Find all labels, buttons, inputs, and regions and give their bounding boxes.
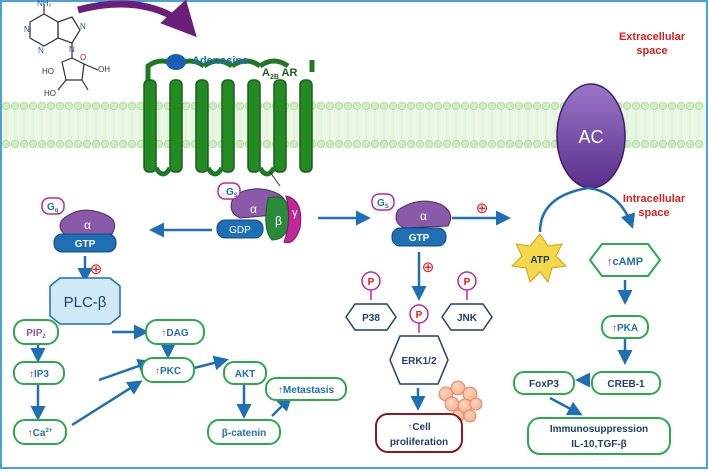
foxp3-label: FoxP3 xyxy=(529,379,559,390)
immuno-label-line2: IL-10,TGF-β xyxy=(571,439,627,450)
alpha-label-left: α xyxy=(84,218,91,232)
erk-label: ERK1/2 xyxy=(401,356,436,367)
a2b-receptor xyxy=(143,58,315,187)
gprotein-right: GS α GTP xyxy=(371,193,452,247)
tumor-cells-icon xyxy=(438,380,483,423)
ca-label: ↑Ca2+ xyxy=(28,428,53,439)
p-label-erk: P xyxy=(416,310,423,321)
adenosine-structure xyxy=(29,4,99,91)
ip3-label: ↑IP3 xyxy=(29,369,49,380)
pathway-arrows xyxy=(30,186,636,427)
plus-icon-plc: ⊕ xyxy=(90,261,103,278)
gamma-label: γ xyxy=(292,207,298,219)
gprotein-center: GS α GDP β γ xyxy=(216,182,302,244)
plc-label: PLC-β xyxy=(64,294,107,311)
plc-beta: PLC-β xyxy=(49,277,121,325)
signaling-nodes: ↑PKA CREB-1 FoxP3 Immunosuppression IL-1… xyxy=(13,315,671,455)
camp-label: ↑cAMP xyxy=(607,256,643,268)
gs-label-right: GS xyxy=(377,198,389,210)
p38-label: P38 xyxy=(362,313,380,324)
extracellular-label-line1: Extracellular xyxy=(619,31,686,43)
n-label-2: N xyxy=(38,46,44,55)
prolif-label-line2: proliferation xyxy=(390,437,448,448)
o-label: O xyxy=(80,53,86,62)
jnk-label: JNK xyxy=(457,313,478,324)
gq-label: Gq xyxy=(47,202,59,214)
mapk-nodes: P P38 P JNK P ERK1/2 xyxy=(345,271,493,385)
pip2-label: PIP2 xyxy=(26,328,46,340)
gdp-label: GDP xyxy=(229,225,251,236)
gprotein-left: Gq α GTP xyxy=(41,197,117,253)
proliferation-node: ↑Cell proliferation xyxy=(375,413,463,453)
n-label-4: N xyxy=(69,45,75,54)
gtp-label-right: GTP xyxy=(409,233,430,244)
alpha-label-center: α xyxy=(250,202,257,216)
adenosine-ligand-icon xyxy=(166,54,186,70)
dag-label: ↑DAG xyxy=(161,328,188,339)
pka-label: ↑PKA xyxy=(612,323,638,334)
adenylyl-cyclase: AC xyxy=(556,83,626,189)
p-label-p38: P xyxy=(368,277,375,288)
adenosine-label: Adenosine xyxy=(192,55,248,67)
catenin-label: β-catenin xyxy=(222,428,266,439)
ho-label-2: HO xyxy=(44,89,56,98)
beta-label: β xyxy=(275,214,282,228)
receptor-label: A2B AR xyxy=(262,67,297,81)
n-label-1: N xyxy=(24,25,30,34)
intracellular-label-line1: Intracellular xyxy=(623,193,686,205)
atp-node: ATP xyxy=(510,233,568,284)
oh-label: OH xyxy=(98,65,110,74)
metastasis-label: ↑Metastasis xyxy=(278,385,335,396)
camp-node: ↑cAMP xyxy=(588,243,662,277)
nh2-label: NH₂ xyxy=(37,0,52,8)
adenosine-atom-labels: NH₂ N N N N O HO HO OH xyxy=(24,0,110,98)
gs-label-center: GS xyxy=(226,187,238,199)
alpha-label-right: α xyxy=(420,209,427,223)
plus-icon-erk: ⊕ xyxy=(422,259,435,276)
activation-signs: ⊕ ⊕ ⊕ xyxy=(90,200,489,278)
ho-label-1: HO xyxy=(42,67,54,76)
prolif-label-line1: ↑Cell xyxy=(407,422,431,433)
extracellular-label-line2: space xyxy=(636,45,667,57)
region-labels: Extracellular space Intracellular space xyxy=(619,31,686,219)
binding-arrow xyxy=(77,0,197,38)
ac-label: AC xyxy=(578,127,603,147)
p-label-jnk: P xyxy=(464,277,471,288)
gtp-label-left: GTP xyxy=(75,239,96,250)
intracellular-label-line2: space xyxy=(638,207,669,219)
n-label-3: N xyxy=(80,22,86,31)
atp-label: ATP xyxy=(530,255,550,266)
pkc-label: ↑PKC xyxy=(155,366,181,377)
immuno-label-line1: Immunosuppression xyxy=(550,424,648,435)
akt-label: AKT xyxy=(235,369,256,380)
plus-icon-ac: ⊕ xyxy=(476,200,489,217)
creb-label: CREB-1 xyxy=(607,379,645,390)
